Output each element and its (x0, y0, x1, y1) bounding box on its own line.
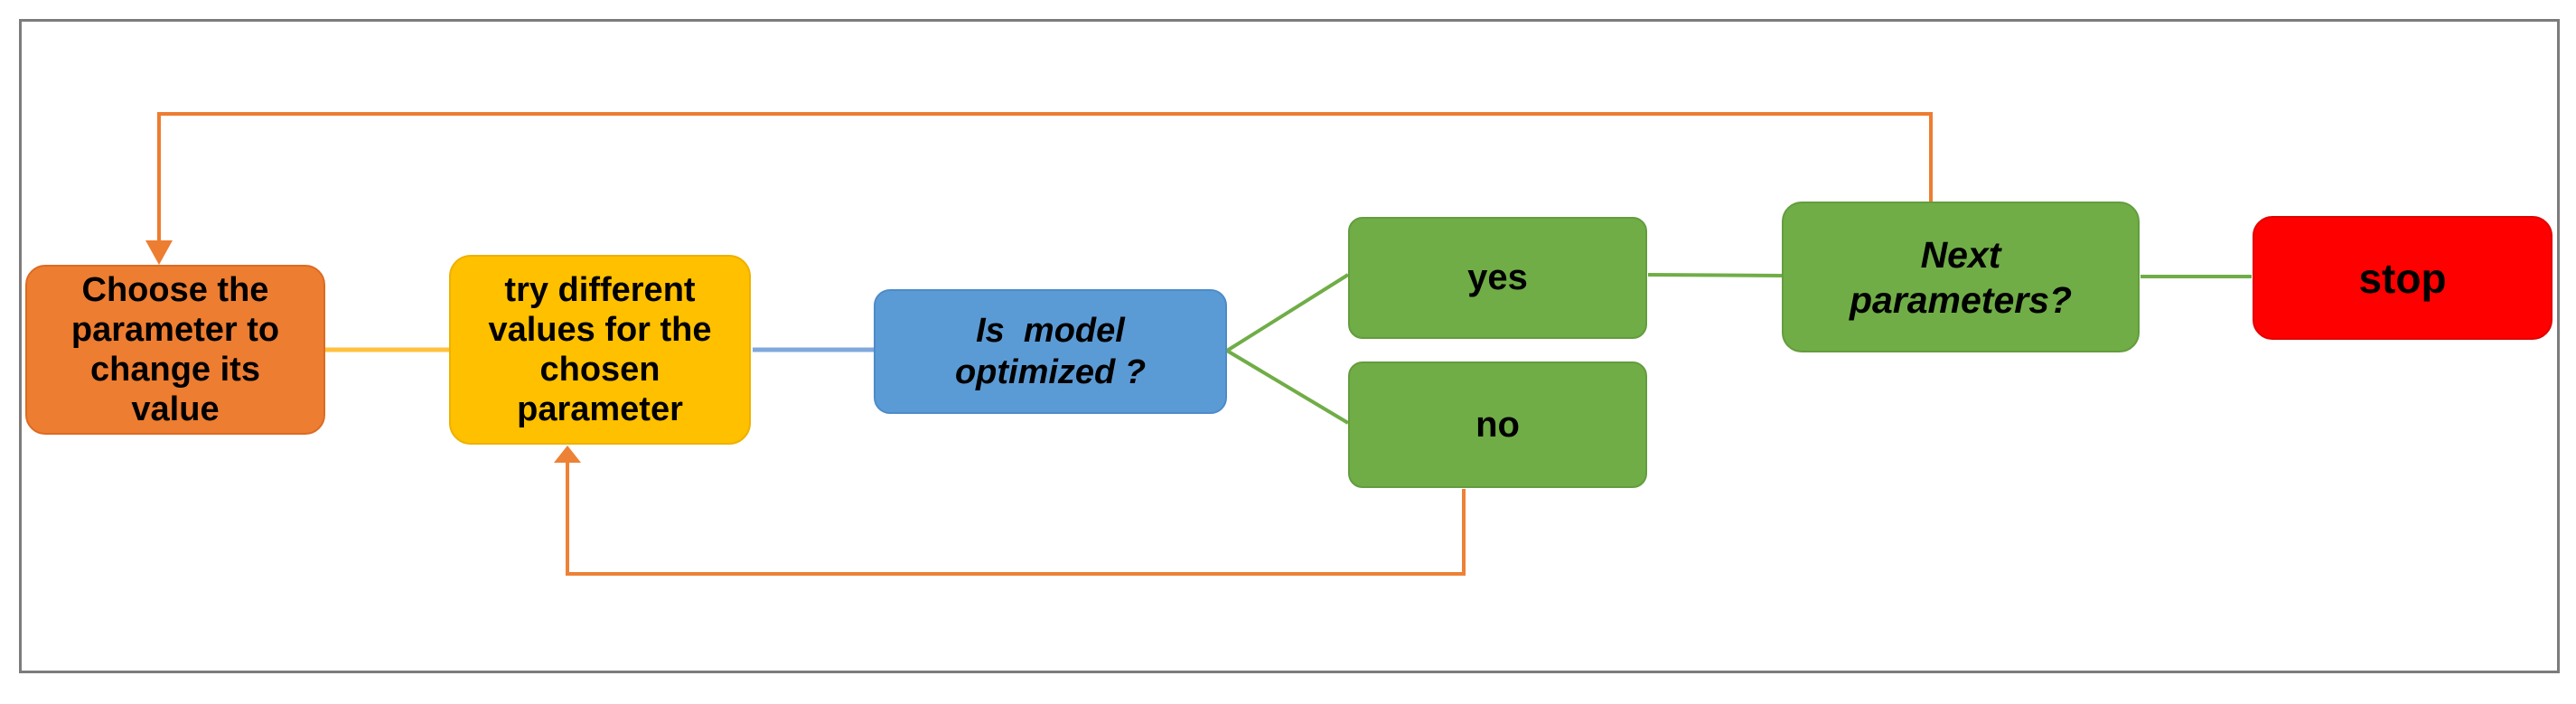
connector-loop-no-to-try (566, 461, 1466, 576)
node-yes: yes (1348, 217, 1647, 339)
arrowhead-into-try (554, 446, 581, 463)
node-no-label: no (1475, 404, 1520, 445)
node-is-model-optimized: Is model optimized ? (874, 289, 1227, 414)
node-is-model-optimized-label: Is model optimized ? (954, 312, 1147, 391)
arrowhead-into-choose (145, 240, 173, 265)
diagram-border (19, 19, 2560, 673)
node-no: no (1348, 361, 1647, 488)
connector-loop-next-to-choose (157, 112, 1933, 242)
node-next-parameters: Next parameters? (1782, 202, 2140, 352)
connector-optimized-to-no (1225, 349, 1350, 425)
node-choose-parameter-label: Choose the parameter to change its value (70, 271, 280, 428)
node-try-values: try different values for the chosen para… (449, 255, 751, 445)
node-choose-parameter: Choose the parameter to change its value (25, 265, 325, 435)
node-try-values-label: try different values for the chosen para… (488, 271, 712, 428)
node-yes-label: yes (1467, 258, 1528, 297)
connector-optimized-to-yes (1225, 273, 1350, 352)
node-next-parameters-label: Next parameters? (1849, 233, 2073, 321)
node-stop-label: stop (2358, 254, 2447, 302)
node-stop: stop (2253, 216, 2553, 340)
connector-yes-to-next (1647, 273, 1783, 277)
